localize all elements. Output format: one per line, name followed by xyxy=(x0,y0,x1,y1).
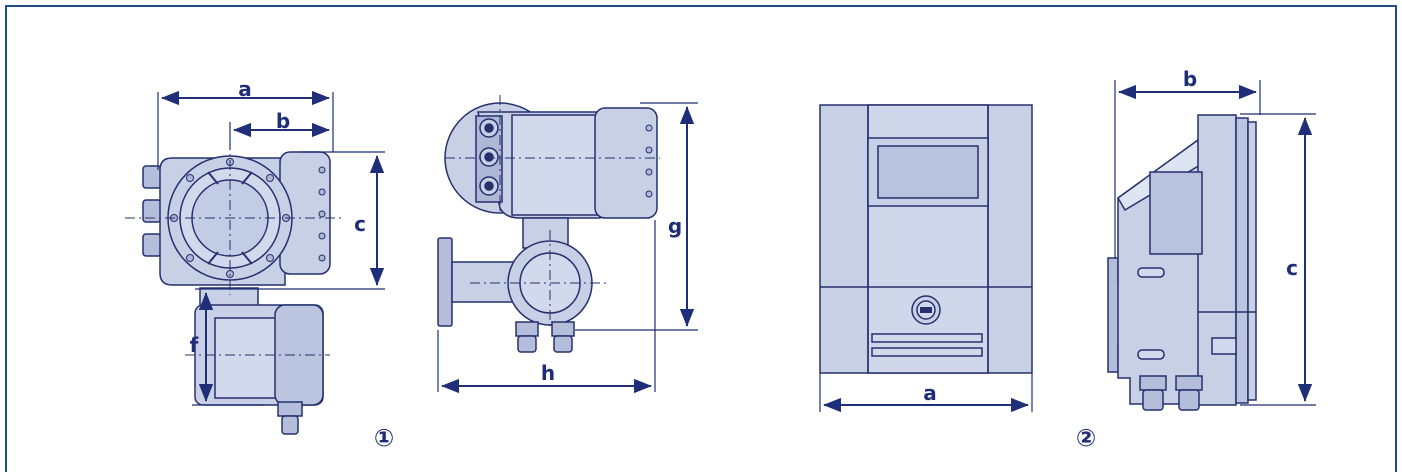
device1-number: ① xyxy=(374,424,394,452)
device2-side-view xyxy=(1107,114,1257,411)
dim-label-c-2: c xyxy=(1286,256,1298,280)
device2-number: ② xyxy=(1076,424,1096,452)
device2-front-view xyxy=(819,104,1033,374)
dim-label-f: f xyxy=(190,333,199,357)
dim-label-a-2: a xyxy=(923,381,937,405)
device1-front-dimensions xyxy=(157,90,385,406)
device1-side-view xyxy=(437,102,658,353)
dim-label-g: g xyxy=(668,214,682,238)
outer-border xyxy=(5,5,1397,476)
device1-front-view xyxy=(142,151,331,435)
dim-label-b-2: b xyxy=(1183,67,1197,91)
dim-label-h: h xyxy=(541,361,555,385)
dim-label-a: a xyxy=(238,77,252,101)
device2-side-dimensions xyxy=(1114,80,1316,406)
device1-side-dimensions xyxy=(437,102,698,394)
dim-label-b: b xyxy=(276,109,290,133)
dim-label-c: c xyxy=(354,212,366,236)
device1-side-centerlines xyxy=(445,95,660,330)
device2-front-dimensions xyxy=(819,373,1033,413)
